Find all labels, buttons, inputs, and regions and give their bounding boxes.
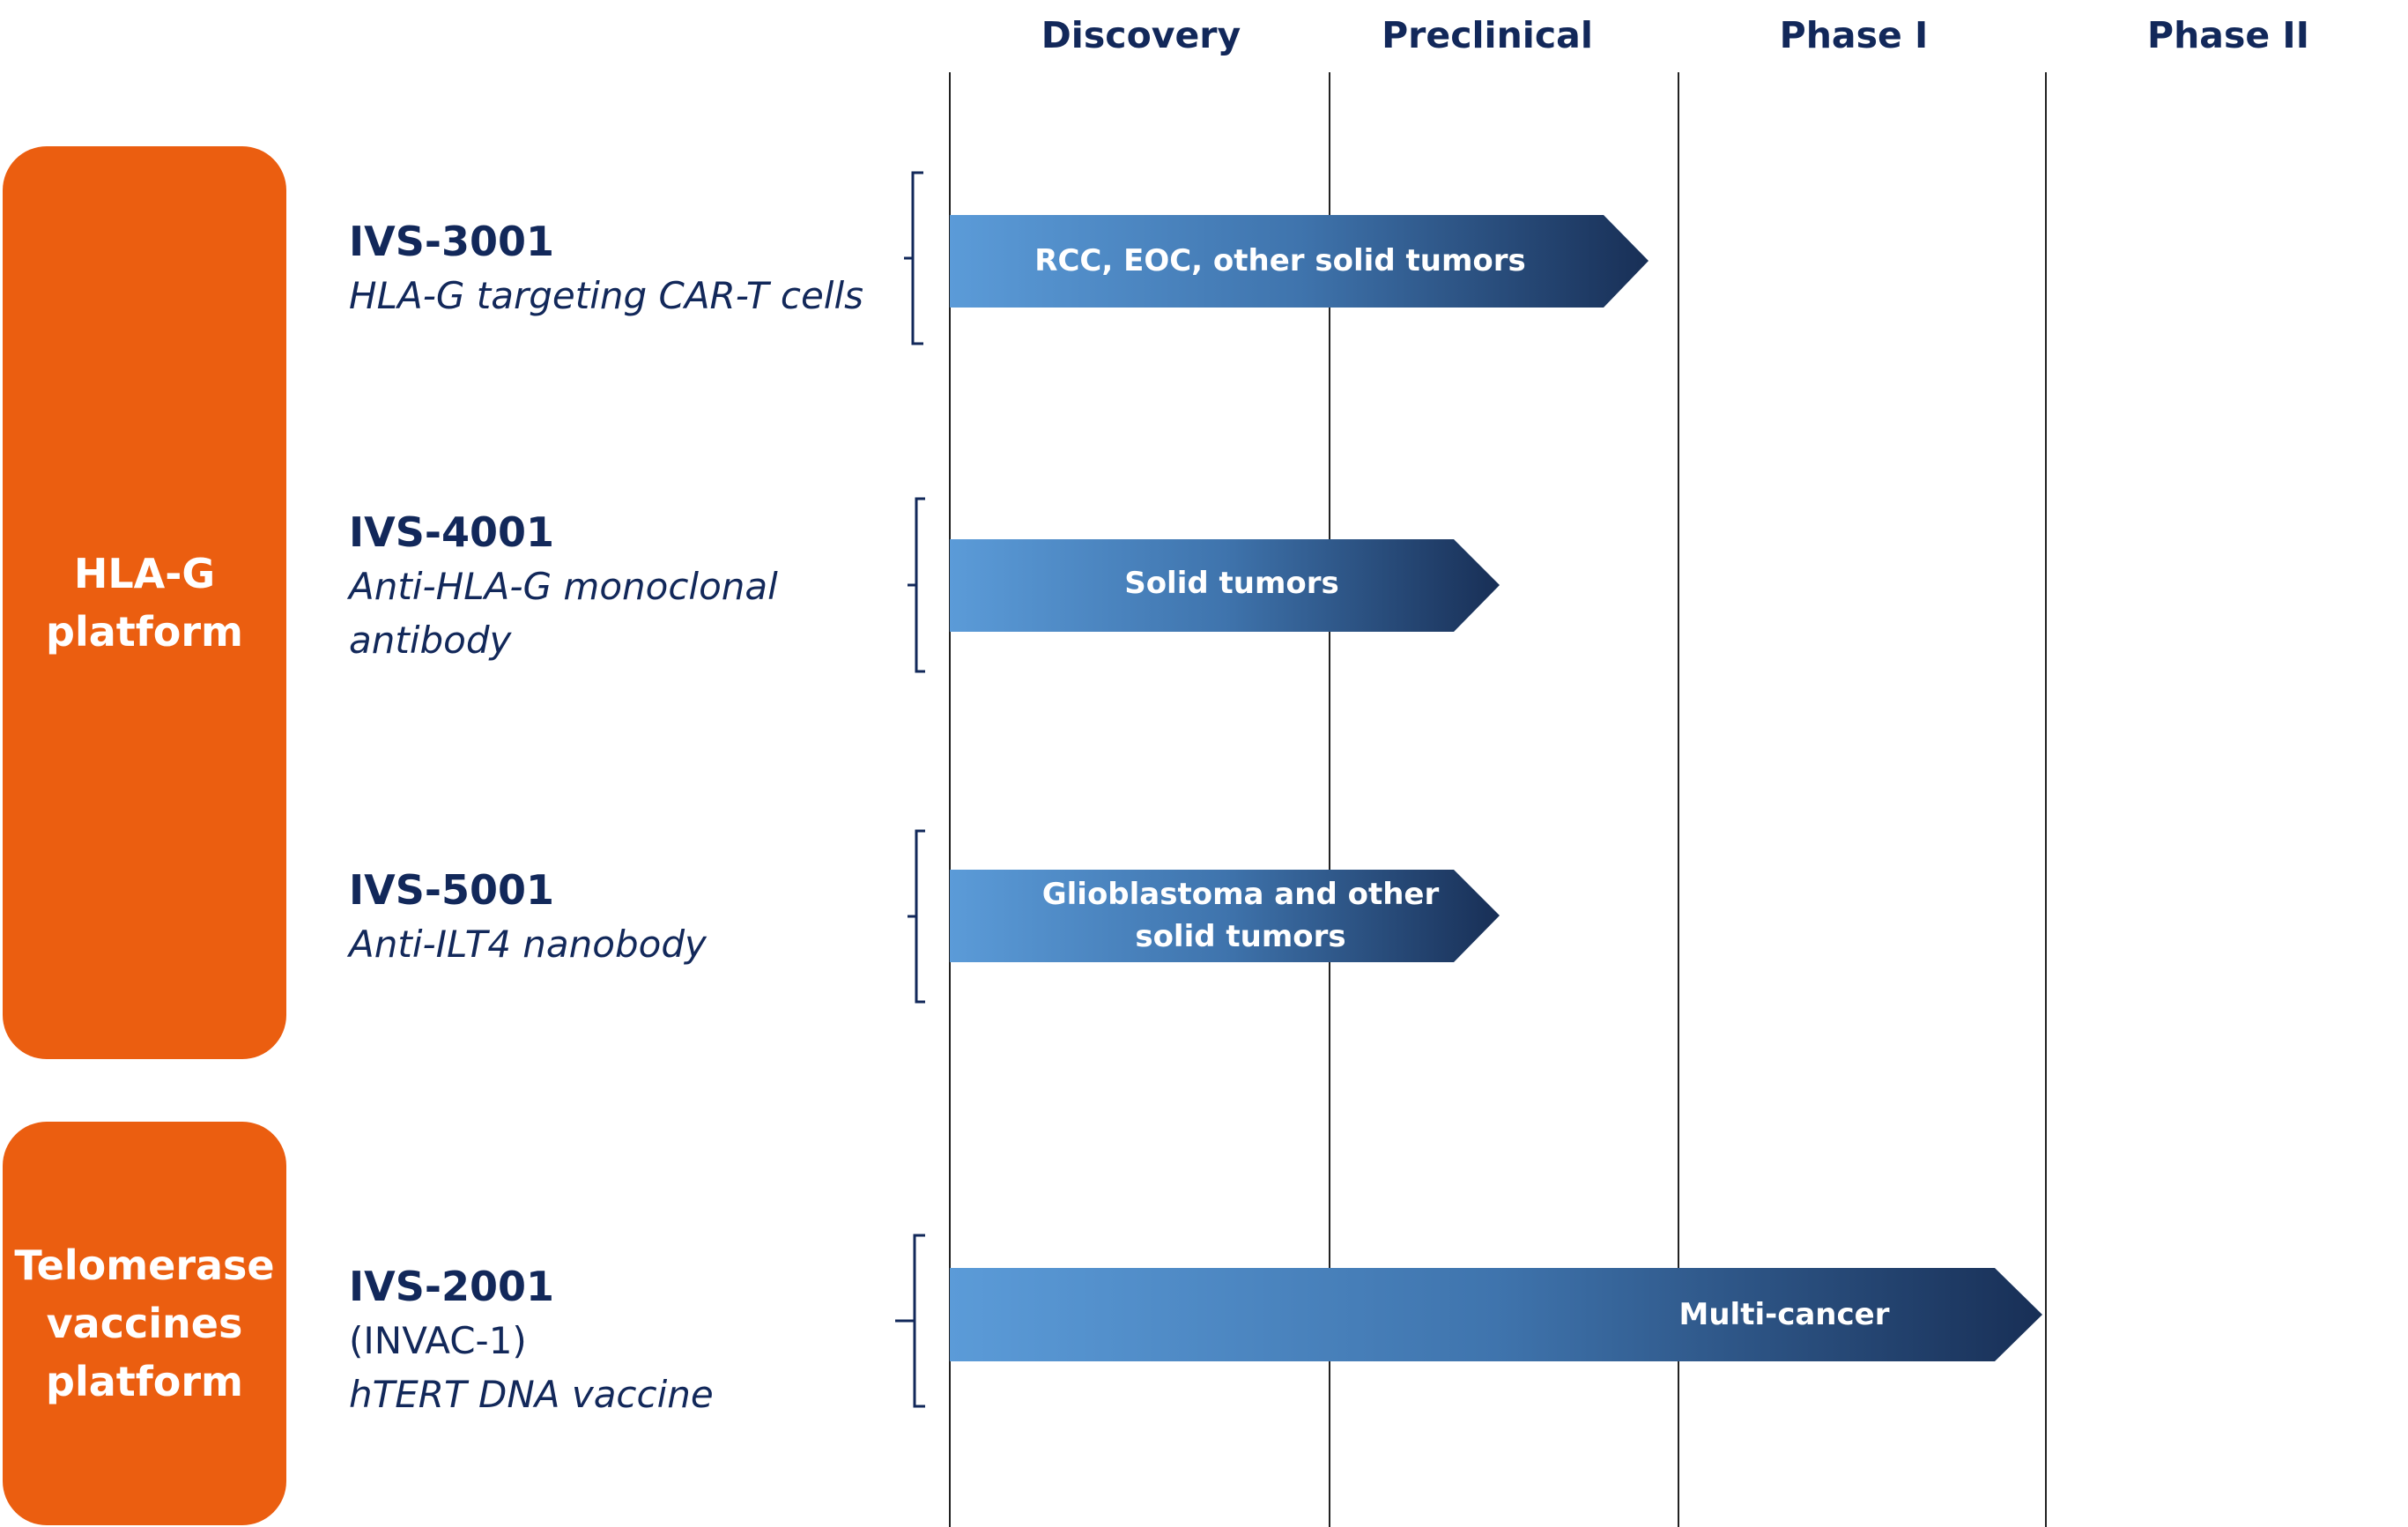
platform-telomerase: Telomerase vaccines platform [3, 1122, 286, 1525]
phase-header-phase-1: Phase I [1779, 14, 1929, 56]
program-code: IVS-2001 [349, 1263, 554, 1310]
platform-hla-g: HLA-G platform [3, 146, 286, 1059]
program-ivs-3001: IVS-3001 HLA-G targeting CAR-T cells [349, 215, 863, 322]
bar-ivs-4001 [950, 539, 1500, 632]
program-code: IVS-4001 [349, 508, 554, 556]
program-description: Anti-HLA-G monoclonal [349, 565, 778, 608]
bracket-ivs-2001 [895, 1234, 925, 1408]
program-ivs-4001: IVS-4001 Anti-HLA-G monoclonal antibody [349, 506, 778, 667]
bar-ivs-2001 [950, 1268, 2042, 1361]
bracket-ivs-3001 [904, 171, 923, 345]
program-description: Anti-ILT4 nanobody [349, 923, 707, 966]
indication-line: Solid tumors [1124, 566, 1339, 601]
program-description: antibody [349, 619, 512, 662]
platform-label-line: vaccines [46, 1300, 243, 1347]
bracket-ivs-5001 [908, 829, 925, 1004]
indication-line: Multi-cancer [1678, 1297, 1890, 1332]
column-divider-4 [2045, 72, 2047, 1527]
indication-label-ivs-5001: Glioblastoma and other solid tumors [1042, 873, 1440, 958]
phase-header-phase-2: Phase II [2147, 14, 2309, 56]
indication-label-ivs-2001: Multi-cancer [1679, 1294, 1890, 1336]
bar-ivs-3001 [950, 215, 1649, 308]
program-code: IVS-3001 [349, 218, 554, 265]
indication-line: RCC, EOC, other solid tumors [1034, 243, 1526, 278]
indication-line: Glioblastoma and other [1041, 877, 1440, 912]
program-code: IVS-5001 [349, 866, 554, 914]
bracket-ivs-4001 [908, 497, 925, 673]
column-divider-2 [1329, 72, 1330, 1527]
indication-line: solid tumors [1135, 919, 1346, 954]
phase-header-preclinical: Preclinical [1382, 14, 1593, 56]
indication-label-ivs-3001: RCC, EOC, other solid tumors [1034, 240, 1525, 282]
platform-label-line: HLA-G [73, 550, 216, 597]
program-ivs-2001: IVS-2001 (INVAC-1) hTERT DNA vaccine [349, 1260, 714, 1421]
program-description: HLA-G targeting CAR-T cells [349, 274, 864, 317]
program-ivs-5001: IVS-5001 Anti-ILT4 nanobody [349, 864, 707, 971]
platform-label-line: platform [46, 608, 243, 656]
program-subtitle: (INVAC-1) [349, 1319, 527, 1362]
platform-label-line: platform [46, 1358, 243, 1405]
bar-ivs-5001 [950, 870, 1500, 962]
indication-label-ivs-4001: Solid tumors [1124, 562, 1339, 604]
platform-label-line: Telomerase [14, 1242, 275, 1289]
column-divider-1 [949, 72, 951, 1527]
program-description: hTERT DNA vaccine [349, 1373, 714, 1416]
column-divider-3 [1678, 72, 1679, 1527]
phase-header-discovery: Discovery [1041, 14, 1241, 56]
